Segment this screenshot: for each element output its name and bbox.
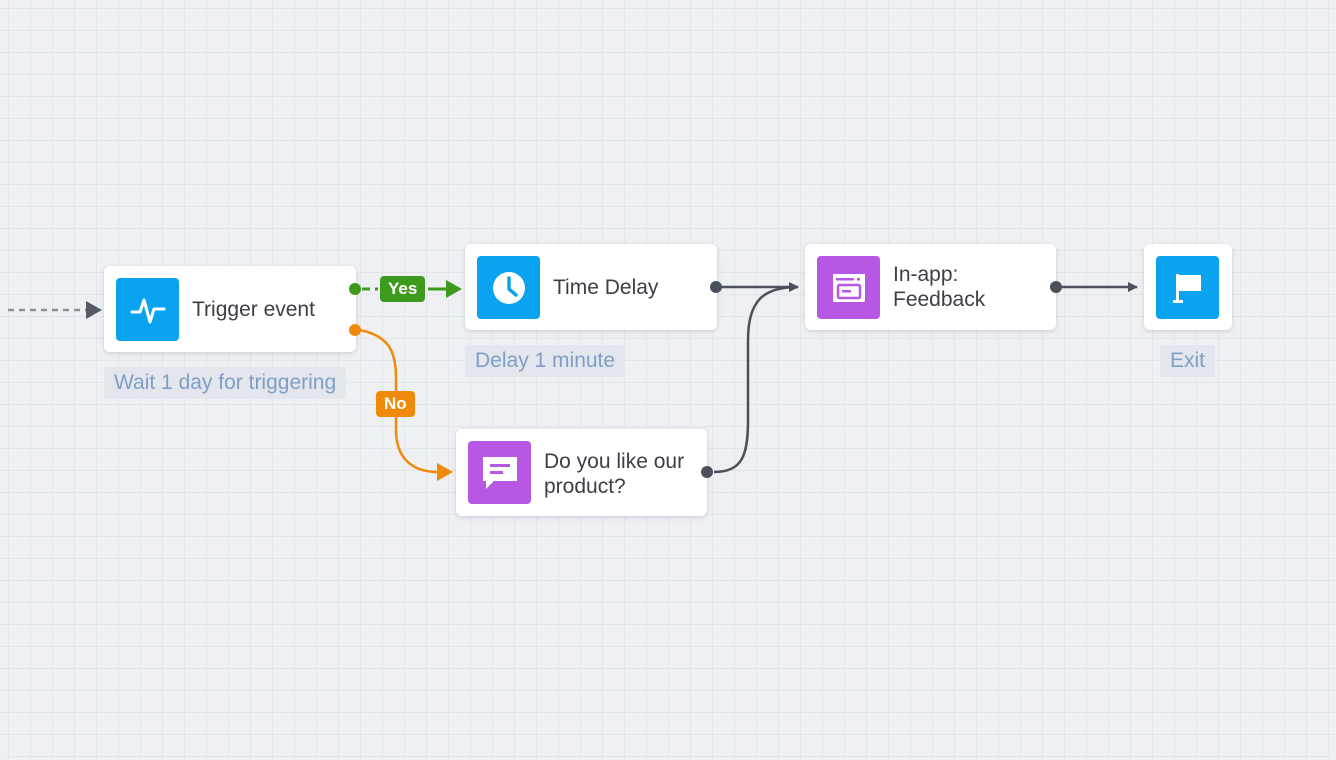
- delay-duration-caption[interactable]: Delay 1 minute: [465, 345, 626, 377]
- no-branch-badge: No: [376, 391, 415, 417]
- trigger-no-port[interactable]: [349, 324, 361, 336]
- yes-connection[interactable]: [362, 280, 462, 298]
- inapp-feedback-label: In-app: Feedback: [893, 262, 985, 312]
- activity-pulse-icon: [116, 278, 179, 341]
- exit-caption[interactable]: Exit: [1160, 345, 1216, 377]
- question-out-port[interactable]: [701, 466, 713, 478]
- inapp-out-port[interactable]: [1050, 281, 1062, 293]
- trigger-yes-port[interactable]: [349, 283, 361, 295]
- incoming-connection: [8, 301, 102, 319]
- time-delay-out-port[interactable]: [710, 281, 722, 293]
- chat-message-icon: [468, 441, 531, 504]
- in-app-window-icon: [817, 256, 880, 319]
- inapp-feedback-node[interactable]: In-app: Feedback: [805, 244, 1056, 330]
- clock-icon: [477, 256, 540, 319]
- question-label-line-2: product?: [544, 475, 626, 498]
- question-to-inapp-connection[interactable]: [713, 285, 799, 474]
- trigger-event-node[interactable]: Trigger event: [104, 266, 356, 352]
- inapp-label-line-1: In-app:: [893, 263, 959, 286]
- time-delay-node[interactable]: Time Delay: [465, 244, 717, 330]
- trigger-event-label: Trigger event: [192, 298, 315, 321]
- question-label: Do you like our product?: [544, 449, 684, 499]
- yes-branch-badge: Yes: [380, 276, 426, 302]
- trigger-wait-caption[interactable]: Wait 1 day for triggering: [104, 367, 347, 399]
- flag-icon: [1156, 256, 1219, 319]
- question-label-line-1: Do you like our: [544, 450, 685, 473]
- exit-node[interactable]: [1144, 244, 1232, 330]
- inapp-label-line-2: Feedback: [893, 288, 986, 311]
- time-delay-label: Time Delay: [553, 276, 659, 299]
- question-node[interactable]: Do you like our product?: [456, 429, 707, 516]
